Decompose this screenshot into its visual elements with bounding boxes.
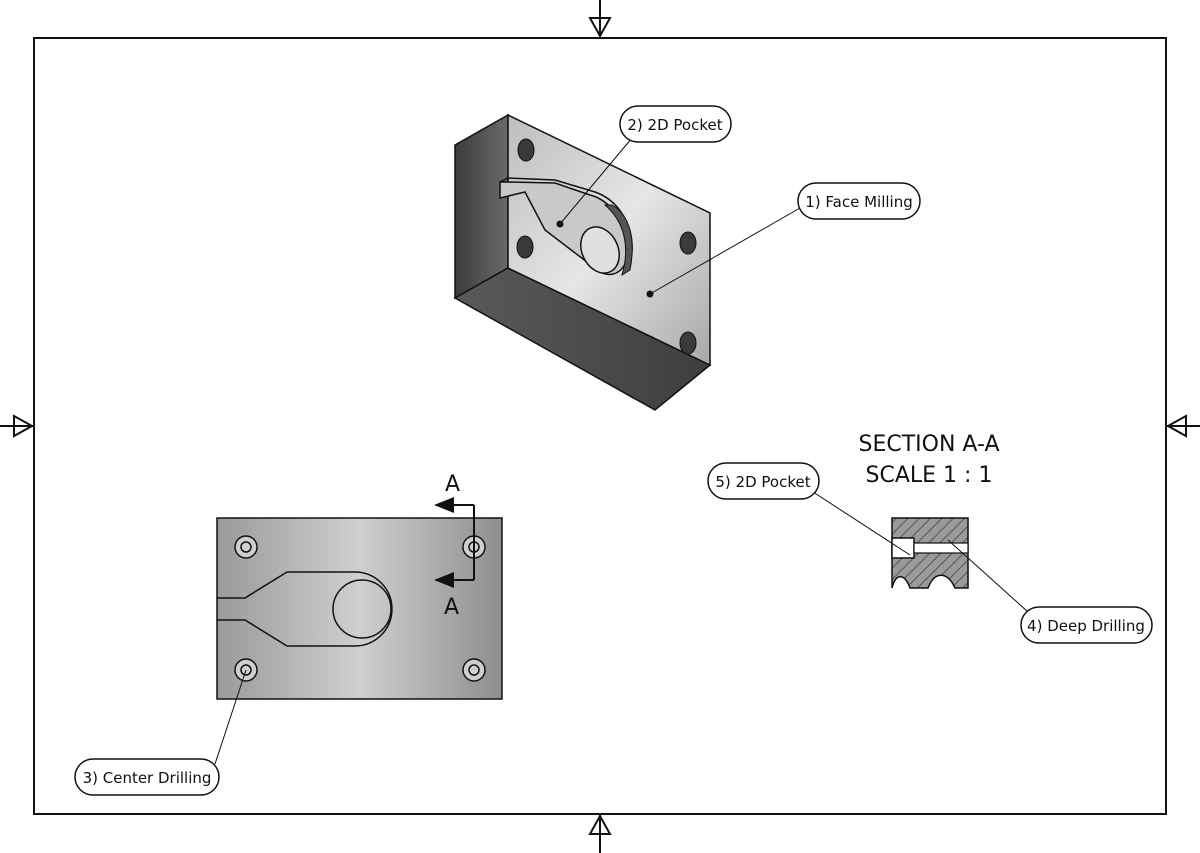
plan-body bbox=[216, 517, 503, 700]
callout-deep-drilling: 4) Deep Drilling bbox=[1020, 606, 1153, 644]
section-marker-bottom: A bbox=[444, 595, 459, 620]
centering-mark-left bbox=[0, 414, 35, 438]
svg-text:4) Deep Drilling: 4) Deep Drilling bbox=[1027, 617, 1145, 635]
centering-mark-right bbox=[1165, 414, 1200, 438]
svg-text:3) Center Drilling: 3) Center Drilling bbox=[83, 769, 212, 787]
svg-text:5) 2D Pocket: 5) 2D Pocket bbox=[715, 473, 810, 491]
hole-icon bbox=[516, 235, 534, 259]
callout-face-milling: 1) Face Milling bbox=[797, 182, 921, 220]
plan-holes bbox=[234, 535, 486, 682]
boss-feature bbox=[580, 226, 620, 274]
centering-mark-bottom bbox=[588, 813, 612, 853]
section-title: SECTION A-A bbox=[859, 432, 1000, 457]
hole-icon bbox=[679, 231, 697, 255]
plan-boss bbox=[332, 579, 392, 639]
section-marker-top: A bbox=[445, 472, 460, 497]
svg-text:1) Face Milling: 1) Face Milling bbox=[805, 193, 913, 211]
leader-lines bbox=[214, 137, 1029, 765]
callout-2d-pocket-section: 5) 2D Pocket bbox=[707, 462, 820, 500]
isometric-part-view bbox=[453, 113, 712, 411]
centering-mark-top bbox=[588, 0, 612, 39]
svg-text:2) 2D Pocket: 2) 2D Pocket bbox=[627, 116, 722, 134]
callout-2d-pocket-top: 2) 2D Pocket bbox=[619, 105, 732, 143]
hole-icon bbox=[517, 138, 535, 162]
plan-pocket-outline bbox=[217, 571, 393, 647]
section-scale: SCALE 1 : 1 bbox=[866, 463, 993, 488]
callout-center-drilling: 3) Center Drilling bbox=[74, 758, 220, 796]
section-line-a-a bbox=[434, 497, 475, 588]
plan-view: A A bbox=[216, 472, 503, 700]
part-side-face bbox=[454, 113, 509, 300]
hole-icon bbox=[679, 331, 697, 355]
section-view: SECTION A-A SCALE 1 : 1 bbox=[859, 432, 1000, 589]
